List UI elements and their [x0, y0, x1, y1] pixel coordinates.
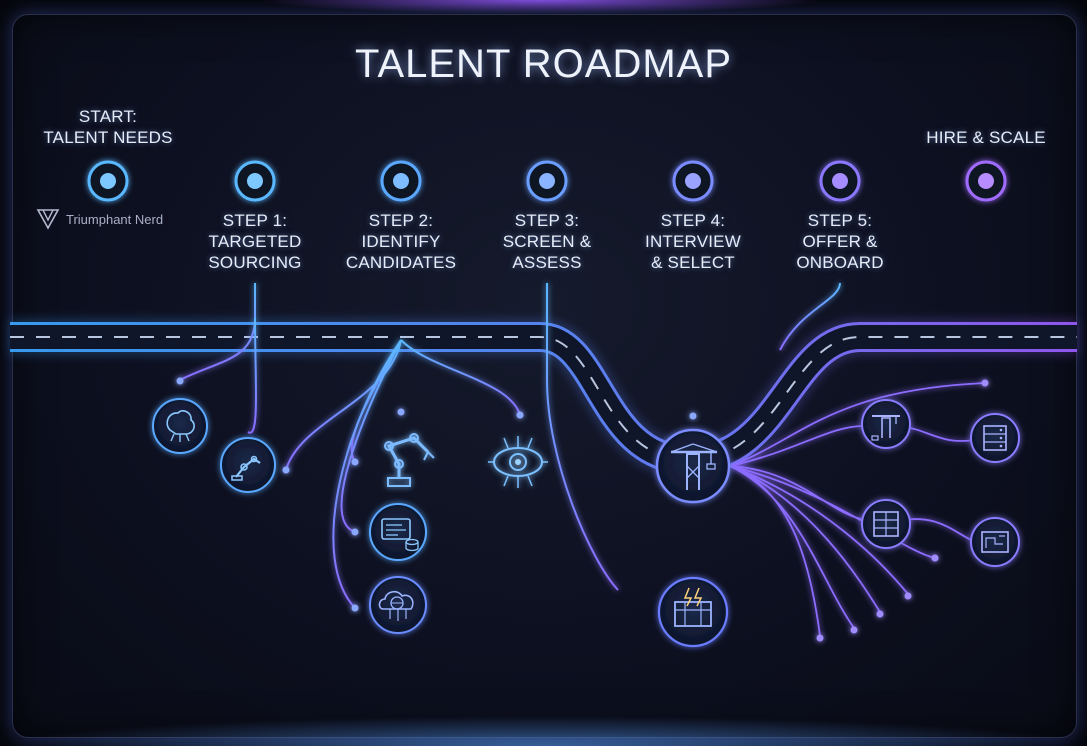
- step-connectors: [179, 282, 841, 609]
- node-step3: [526, 160, 568, 202]
- icon-nodes: [152, 398, 1020, 648]
- eye-circuit-icon: [488, 436, 548, 488]
- label-line: INTERVIEW: [645, 232, 741, 251]
- label-line: ASSESS: [512, 253, 582, 272]
- milestone-label-step4: STEP 4: INTERVIEW & SELECT: [623, 210, 763, 273]
- label-line: STEP 5:: [807, 211, 873, 230]
- node-start: [87, 160, 129, 202]
- label-line: & SELECT: [651, 253, 735, 272]
- label-line: SCREEN &: [502, 232, 592, 251]
- label-line: STEP 4:: [660, 211, 726, 230]
- brain-circuit-icon: [152, 398, 208, 454]
- milestone-label-step5: STEP 5: OFFER & ONBOARD: [770, 210, 910, 273]
- cloud-network-icon: [369, 576, 427, 634]
- robot-arm-icon: [384, 433, 435, 487]
- node-step5: [819, 160, 861, 202]
- page-title: TALENT ROADMAP: [354, 42, 733, 86]
- node-step1: [234, 160, 276, 202]
- milestone-label-end: HIRE & SCALE: [911, 127, 1061, 148]
- label-line: START:: [78, 107, 138, 126]
- brand-name: Triumphant Nerd: [66, 211, 164, 227]
- label-line: STEP 3:: [514, 211, 580, 230]
- milestone-label-start: START: TALENT NEEDS: [38, 106, 178, 148]
- blueprint-icon: [970, 517, 1020, 567]
- milestone-nodes: [87, 160, 1007, 202]
- milestone-label-step1: STEP 1: TARGETED SOURCING: [185, 210, 325, 273]
- label-line: TARGETED: [208, 232, 302, 251]
- branch-endpoints: [176, 377, 989, 642]
- label-line: ONBOARD: [796, 253, 884, 272]
- milestone-label-step3: STEP 3: SCREEN & ASSESS: [477, 210, 617, 273]
- bottom-glow: [0, 716, 1087, 746]
- label-line: SOURCING: [208, 253, 302, 272]
- hub-branches: [729, 382, 986, 637]
- brand-logo: Triumphant Nerd: [36, 208, 163, 230]
- code-screen-icon: [369, 503, 427, 561]
- label-line: HIRE & SCALE: [926, 128, 1046, 147]
- power-station-icon: [657, 576, 729, 648]
- milestone-label-step2: STEP 2: IDENTIFY CANDIDATES: [331, 210, 471, 273]
- top-glow: [260, 0, 820, 14]
- robot-arm-icon: [220, 437, 276, 493]
- triangle-v-logo-icon: [36, 209, 60, 230]
- label-line: IDENTIFY: [361, 232, 441, 251]
- node-end: [965, 160, 1007, 202]
- server-rack-icon: [970, 413, 1020, 463]
- crane-icon: [861, 399, 911, 449]
- label-line: OFFER &: [802, 232, 878, 251]
- label-line: STEP 2:: [368, 211, 434, 230]
- crane-icon: [655, 428, 731, 504]
- label-line: TALENT NEEDS: [43, 128, 173, 147]
- server-rack-icon: [861, 499, 911, 549]
- node-step4: [672, 160, 714, 202]
- label-line: STEP 1:: [222, 211, 288, 230]
- node-step2: [380, 160, 422, 202]
- label-line: CANDIDATES: [345, 253, 457, 272]
